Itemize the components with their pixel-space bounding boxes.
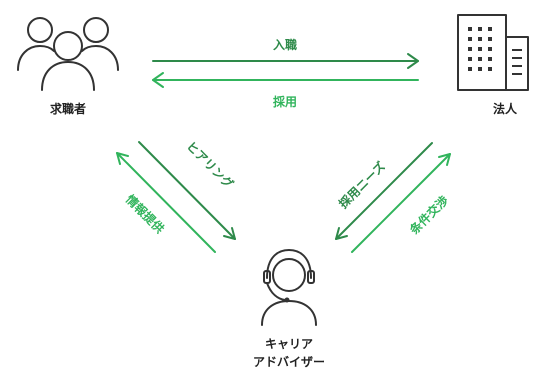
arrow-recruitment (152, 72, 419, 88)
arrow-join-company (152, 53, 419, 69)
flow-label-recruitment: 採用 (273, 94, 297, 109)
arrow-hiring-needs (335, 142, 433, 240)
job-seeker-label: 求職者 (50, 101, 86, 116)
arrow-hearing (138, 141, 236, 240)
headset-mic (284, 297, 290, 303)
company-label: 法人 (493, 101, 518, 116)
flow-label-conditions-negotiation: 条件交渉 (406, 193, 451, 238)
office-building-icon (457, 14, 529, 91)
people-group-icon (17, 17, 119, 91)
arrow-info-provision (116, 152, 216, 253)
advisor-label-line2: アドバイザー (253, 355, 325, 369)
arrow-conditions-negotiation (351, 153, 451, 253)
flow-label-join-company: 入職 (273, 37, 297, 52)
flow-label-hiring-needs: 採用ニーズ (336, 159, 389, 212)
flow-label-hearing: ヒアリング (184, 138, 237, 191)
advisor-label-line1: キャリア (265, 337, 313, 351)
headset-person-icon (261, 249, 317, 326)
building-windows (468, 27, 492, 71)
